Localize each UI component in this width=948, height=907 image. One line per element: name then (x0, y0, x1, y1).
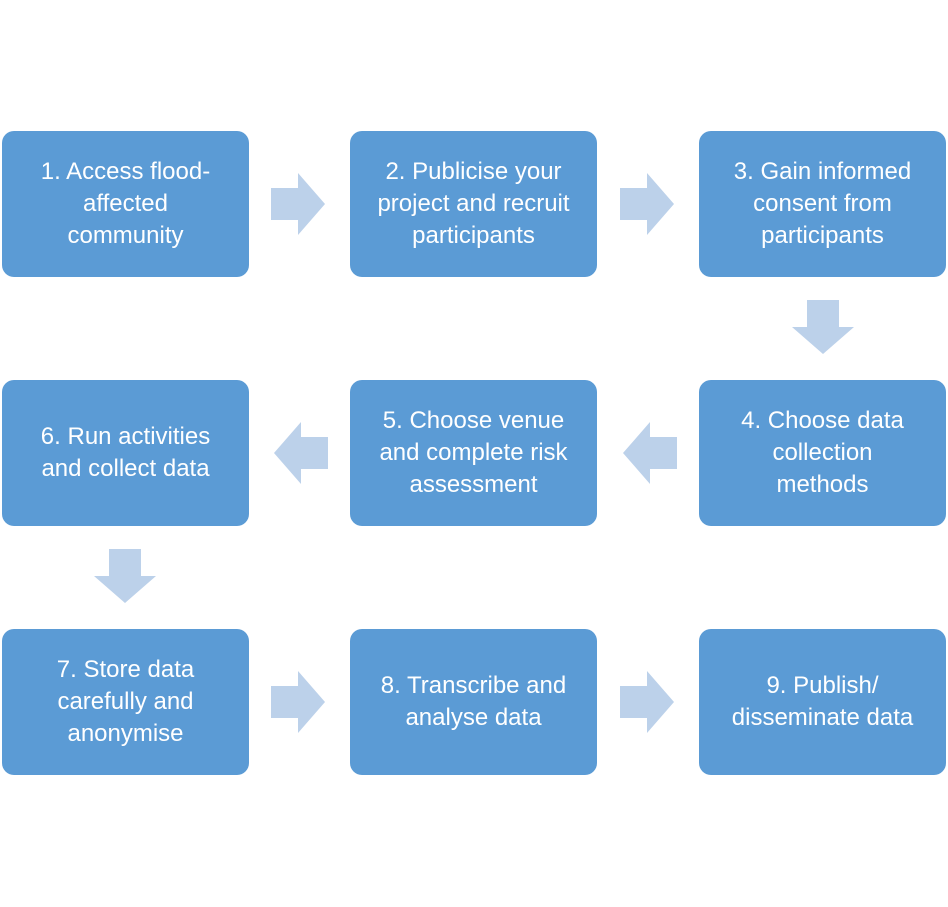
arrow-right-icon (271, 671, 325, 733)
arrow-down-icon (94, 549, 156, 603)
step-2-publicise-project: 2. Publicise your project and recruit pa… (350, 131, 597, 277)
step-5-choose-venue: 5. Choose venue and complete risk assess… (350, 380, 597, 526)
arrow-right-icon (620, 671, 674, 733)
arrow-left-icon (274, 422, 328, 484)
step-6-run-activities: 6. Run activities and collect data (2, 380, 249, 526)
step-1-access-community: 1. Access flood- affected community (2, 131, 249, 277)
step-9-publish-disseminate: 9. Publish/ disseminate data (699, 629, 946, 775)
arrow-right-icon (620, 173, 674, 235)
step-8-transcribe-analyse: 8. Transcribe and analyse data (350, 629, 597, 775)
step-4-choose-methods: 4. Choose data collection methods (699, 380, 946, 526)
arrow-down-icon (792, 300, 854, 354)
arrow-right-icon (271, 173, 325, 235)
step-7-store-data: 7. Store data carefully and anonymise (2, 629, 249, 775)
arrow-left-icon (623, 422, 677, 484)
step-3-informed-consent: 3. Gain informed consent from participan… (699, 131, 946, 277)
